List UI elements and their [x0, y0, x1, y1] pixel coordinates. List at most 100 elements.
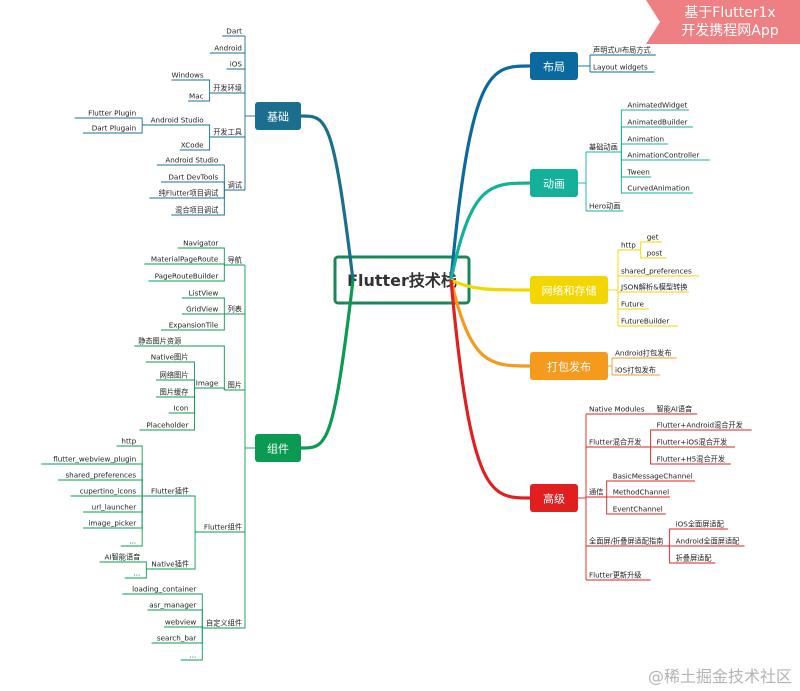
- leaf-layout-widgets: Layout widgets: [590, 63, 655, 73]
- leaf-basicmessagechannel-0: BasicMessageChannel: [609, 472, 696, 482]
- node-label: 开发环境: [213, 84, 242, 93]
- connector: [206, 79, 211, 93]
- node-label: Flutter+Android混合开发: [657, 421, 743, 430]
- node-label: 混合项目调试: [175, 206, 218, 215]
- connector: [199, 626, 203, 628]
- main-connector: [450, 278, 531, 292]
- node-label: url_launcher: [92, 503, 137, 512]
- leaf-eventchannel-2: EventChannel: [609, 505, 666, 515]
- main-connector: [449, 279, 531, 500]
- leaf-methodchannel-1: MethodChannel: [609, 488, 670, 498]
- leaf-native-1: ...: [124, 569, 144, 579]
- leaf-listview-0: ListView: [181, 289, 222, 299]
- corner-badge-line2: 开发携程网App: [681, 23, 779, 39]
- leaf-custom-3: search_bar: [151, 634, 200, 644]
- leaf-flutter-plugin: Flutter Plugin: [74, 109, 140, 119]
- connector: [191, 379, 195, 388]
- main-connector: [449, 64, 531, 281]
- leaf-custom-4: ...: [180, 651, 200, 661]
- node-label: Placeholder: [146, 421, 188, 430]
- leaf-android-release: Android打包发布: [612, 349, 677, 359]
- node-label: 开发工具: [213, 128, 242, 137]
- leaf-tween-4: Tween: [624, 168, 652, 178]
- connector: [221, 387, 225, 390]
- branch-node-item-L0: [255, 102, 301, 130]
- leaf-static-image: 静态图片资源: [134, 337, 185, 347]
- node-label: Flutter混合开发: [589, 438, 641, 447]
- node-label: Flutter组件: [204, 523, 242, 532]
- connector: [650, 447, 654, 465]
- node-label: 智能AI语音: [656, 405, 692, 414]
- node-label: FutureBuilder: [621, 317, 669, 326]
- node-label: Image: [196, 379, 219, 388]
- node-label: Animation: [627, 135, 664, 144]
- node-android-studio: Android Studio: [142, 116, 207, 126]
- node-label: 通信: [589, 488, 603, 497]
- branch-node-item-L1: [255, 434, 301, 462]
- node-label: 列表: [228, 305, 242, 314]
- branch-label: 打包发布: [547, 360, 591, 374]
- node-flutter-components: Flutter组件: [195, 523, 245, 533]
- leaf-plugin-6: ...: [120, 537, 140, 547]
- connector: [206, 93, 211, 102]
- node-label: 折叠屏适配: [676, 554, 712, 563]
- connector: [221, 263, 225, 265]
- leaf-curvedanimation-5: CurvedAnimation: [624, 184, 694, 194]
- leaf-ios: iOS: [226, 60, 245, 70]
- node-label: Future: [621, 300, 644, 309]
- corner-badge-line1: 基于Flutter1x: [684, 5, 776, 21]
- node-label: AnimationController: [627, 151, 699, 160]
- leaf-flutter-upgrade: Flutter更新升级: [586, 571, 651, 581]
- node-label: search_bar: [157, 634, 196, 643]
- node-label: CurvedAnimation: [627, 184, 689, 193]
- node-nav: 导航: [224, 256, 245, 266]
- node-label: Native Modules: [589, 405, 645, 414]
- node-label: Flutter+iOS混合开发: [657, 438, 728, 447]
- connector: [640, 241, 644, 250]
- node-label: 纯Flutter项目调试: [159, 189, 219, 198]
- connector: [650, 429, 654, 447]
- leaf-pageroutebuilder-2: PageRouteBuilder: [148, 272, 222, 282]
- corner-badge: 基于Flutter1x 开发携程网App: [646, 0, 800, 44]
- leaf-image-2: 图片缓存: [156, 388, 192, 398]
- connector: [206, 124, 211, 137]
- node-basic-animation: 基础动画: [586, 143, 622, 153]
- connector: [191, 361, 195, 388]
- node-label: Flutter插件: [151, 487, 189, 496]
- leaf-plugin-5: image_picker: [83, 519, 140, 529]
- leaf-post-1: post: [643, 249, 667, 259]
- leaf-custom-0: loading_container: [122, 585, 200, 595]
- node-label: http: [121, 437, 136, 446]
- node-label: Android Studio: [151, 116, 204, 125]
- main-connector: [449, 181, 531, 281]
- node-label: iOS全面屏适配: [676, 520, 724, 529]
- main-connector: [300, 279, 355, 450]
- leaf-debug-1: Dart DevTools: [161, 173, 222, 183]
- branch-node-item-R3: [530, 352, 608, 380]
- connector: [606, 497, 610, 515]
- branch-node-item-R2: [530, 276, 608, 304]
- leaf-navigator-0: Navigator: [177, 239, 222, 249]
- connector: [221, 190, 225, 216]
- connector: [221, 247, 225, 265]
- watermark: @稀土掘金技术社区: [647, 667, 792, 686]
- leaf-native-0: AI智能语音: [99, 553, 144, 563]
- leaf-gridview-1: GridView: [181, 305, 222, 315]
- leaf-declarative-ui: 声明式UI布局方式: [590, 46, 656, 56]
- node-label: get: [647, 233, 659, 242]
- branch-label: 组件: [267, 442, 289, 456]
- branch-label: 基础: [267, 111, 289, 124]
- node-label: ...: [129, 537, 136, 546]
- leaf-ai-0: 智能AI语音: [653, 405, 698, 415]
- leaf-image-0: Native图片: [145, 353, 192, 363]
- leaf-net-3: Future: [618, 300, 650, 310]
- leaf-hero-animation: Hero动画: [586, 202, 624, 212]
- connector: [199, 609, 203, 628]
- node-native-plugins: Native插件: [146, 560, 193, 570]
- leaf-plugin-3: cupertino_icons: [70, 487, 140, 497]
- node-label: PageRouteBuilder: [155, 272, 219, 281]
- node-label: MaterialPageRoute: [151, 255, 219, 264]
- node-label: asr_manager: [149, 601, 196, 610]
- node-hybrid: Flutter混合开发: [586, 438, 651, 448]
